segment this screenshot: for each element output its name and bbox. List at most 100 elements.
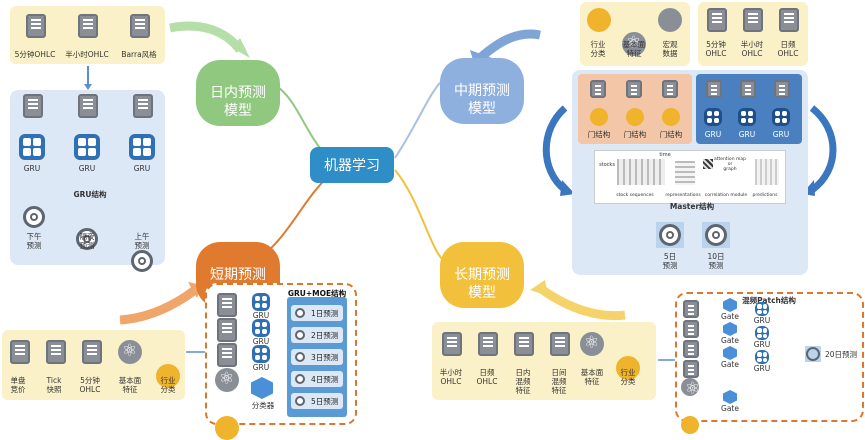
- diagram-label: representations: [665, 193, 701, 198]
- doc-icon: [46, 340, 66, 364]
- prediction-label: 3日预测: [311, 352, 339, 362]
- intraday-input-panel: 5分钟OHLC 半小时OHLC Barra风格: [10, 6, 165, 64]
- gru-label: GRU: [753, 340, 771, 349]
- gate-icon: [723, 298, 737, 312]
- input-label: 5分钟 OHLC: [79, 376, 101, 394]
- branch-mid: 中期预测 模型: [440, 58, 524, 124]
- gru-label: GRU: [738, 130, 756, 139]
- input-label: 行业 分类: [590, 40, 606, 58]
- doc-icon: [550, 332, 570, 356]
- input-label: 5分钟OHLC: [14, 50, 56, 59]
- gru-label: GRU: [753, 316, 771, 325]
- pie-icon: [156, 364, 180, 388]
- atom-icon: [681, 378, 700, 399]
- output-label: 下午 预测: [26, 232, 42, 250]
- gru-icon: [755, 350, 769, 364]
- diagram-label: stocks: [599, 162, 615, 168]
- pie-icon: [215, 416, 239, 440]
- prediction-label: 4日预测: [311, 374, 339, 384]
- prediction-row: 3日预测: [291, 349, 343, 365]
- gate-icon: [723, 346, 737, 360]
- target-icon: [131, 250, 153, 272]
- atom-icon: [622, 32, 646, 56]
- output-label: 上午 预测: [134, 232, 150, 250]
- gru-icon: [252, 293, 270, 311]
- prediction-label: 2日预测: [311, 330, 339, 340]
- target-icon: [295, 396, 305, 406]
- gate-label: 门结构: [587, 130, 611, 139]
- doc-icon: [10, 340, 30, 364]
- doc-icon: [590, 80, 606, 98]
- diagram-label: time: [659, 152, 671, 158]
- doc-icon: [662, 80, 678, 98]
- predictions-graphic: [755, 159, 779, 185]
- gru-label: GRU: [252, 337, 270, 346]
- doc-icon: [774, 80, 790, 98]
- target-icon: [295, 352, 305, 362]
- input-label: 半小时 OHLC: [740, 40, 764, 58]
- output-label: 10日 预测: [707, 252, 725, 270]
- pie-icon: [681, 416, 699, 434]
- gru-label: GRU: [252, 311, 270, 320]
- output-tile: [702, 222, 730, 248]
- gru-icon: [738, 108, 756, 126]
- target-icon: [295, 308, 305, 318]
- doc-icon: [23, 94, 43, 118]
- prediction-label: 5日预测: [311, 396, 339, 406]
- doc-icon: [779, 8, 799, 32]
- input-label: 基本面 特征: [118, 376, 142, 394]
- gru-icon: [74, 134, 100, 160]
- center-node: 机器学习: [310, 147, 394, 183]
- diagram-label: attention map or graph: [714, 157, 746, 172]
- branch-intraday: 日内预测 模型: [196, 60, 280, 126]
- input-label: 行业 分类: [160, 376, 176, 394]
- gru-group: GRU GRU GRU: [696, 74, 802, 144]
- prediction-row: 1日预测: [291, 305, 343, 321]
- pie-icon: [616, 356, 640, 380]
- input-label: Barra风格: [121, 50, 157, 59]
- target-icon: [806, 347, 820, 361]
- short-input-panel: 单盘 竞价 Tick 快照 5分钟 OHLC 基本面 特征 行业 分类: [2, 330, 185, 400]
- mid-model-panel: 门结构 门结构 门结构 GRU GRU GRU stocks time atte…: [572, 70, 808, 275]
- intraday-model-panel: GRU GRU GRU GRU结构 下午 预测 隔夜 预测 上午 预测: [10, 90, 165, 272]
- short-model-panel: GRU GRU GRU 分类器 GRU+MOE结构 1日预测 2日预测 3日预测…: [205, 283, 357, 440]
- gru-label: GRU: [753, 364, 771, 373]
- gru-icon: [755, 326, 769, 340]
- doc-icon: [683, 320, 699, 338]
- doc-icon: [683, 300, 699, 318]
- input-label: 日内 混频 特征: [515, 368, 531, 395]
- target-icon: [705, 224, 727, 246]
- atom-icon: [215, 368, 239, 392]
- input-label: 5分钟 OHLC: [705, 40, 727, 58]
- classifier-label: 分类器: [251, 401, 275, 410]
- doc-icon: [217, 343, 237, 367]
- long-model-panel: 混频Patch结构 Gate Gate Gate Gate GRU GRU GR…: [675, 292, 864, 434]
- input-label: 宏观 数据: [662, 40, 678, 58]
- doc-icon: [130, 14, 150, 38]
- representations-graphic: [675, 161, 695, 185]
- structure-label: Master结构: [669, 202, 715, 211]
- atom-icon: [118, 340, 142, 364]
- doc-icon: [78, 94, 98, 118]
- long-input-panel: 半小时 OHLC 日频 OHLC 日内 混频 特征 日间 混频 特征 基本面 特…: [432, 322, 656, 400]
- branch-long-label: 长期预测 模型: [454, 267, 510, 301]
- doc-icon: [707, 8, 727, 32]
- output-label: 隔夜 预测: [79, 232, 95, 250]
- attention-map-graphic: [703, 159, 713, 169]
- gru-icon: [772, 108, 790, 126]
- diagram-label: predictions: [752, 193, 778, 198]
- network-icon: [658, 8, 682, 32]
- center-label: 机器学习: [324, 158, 380, 174]
- gate-icon: [626, 108, 644, 126]
- prediction-row: 4日预测: [291, 371, 343, 387]
- gru-icon: [252, 319, 270, 337]
- gru-label: GRU: [133, 164, 151, 173]
- mid-input-panel-2: 5分钟 OHLC 半小时 OHLC 日频 OHLC: [698, 2, 808, 66]
- gate-label: 门结构: [623, 130, 647, 139]
- gru-label: GRU: [78, 164, 96, 173]
- stock-sequences-graphic: [617, 159, 665, 185]
- input-label: 半小时 OHLC: [439, 368, 463, 386]
- prediction-row: 5日预测: [291, 393, 343, 409]
- output-label: 20日预测: [824, 350, 858, 359]
- doc-icon: [706, 80, 722, 98]
